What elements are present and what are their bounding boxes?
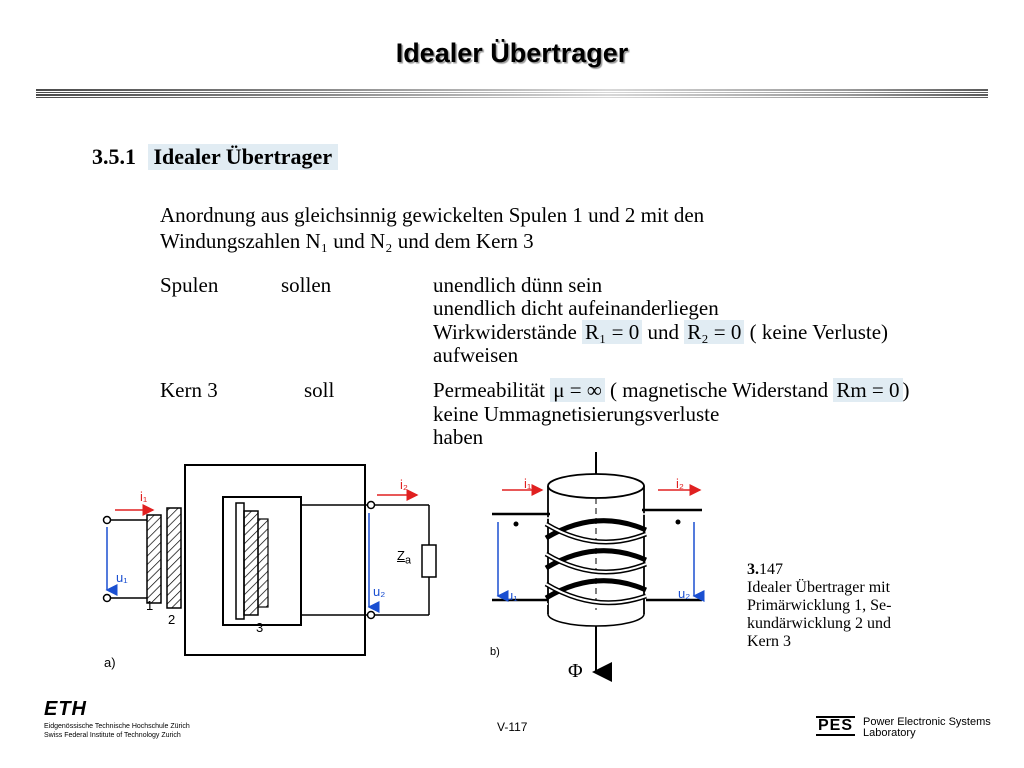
fig-a-i2: i₂ — [400, 477, 408, 492]
fig-a-u2: u₂ — [373, 584, 386, 599]
spulen-und: und — [647, 320, 679, 344]
intro-line-2: Windungszahlen N₁ und N₂ und dem Kern 3 — [160, 229, 534, 253]
kern-line-2: keine Ummagnetisierungsverluste — [433, 402, 720, 426]
fig-a-u1: u₁ — [116, 570, 128, 585]
outer-core — [184, 464, 366, 656]
fig-b-u2: u₂ — [678, 586, 691, 601]
eth-text: Eidgenössische Technische Hochschule Zür… — [44, 723, 190, 739]
title-divider — [36, 89, 988, 101]
eth-logo: ETH — [44, 698, 87, 720]
page-number: V-117 — [497, 720, 528, 734]
pes-logo: PES — [816, 716, 856, 736]
r2-condition: R₂ = 0 — [684, 320, 745, 344]
load-impedance — [421, 544, 437, 578]
kern-subject: Kern 3 — [160, 378, 218, 402]
mu-condition: μ = ∞ — [550, 378, 605, 402]
fig-b-u1: u₁ — [506, 588, 518, 603]
fig-a-label-1: 1 — [146, 598, 154, 613]
section-name: Idealer Übertrager — [147, 144, 339, 170]
figure-a-schematic — [102, 464, 437, 656]
kern-verb: soll — [304, 378, 335, 402]
spulen-line-3: Wirkwiderstände R₁ = 0 und R₂ = 0 ( kein… — [433, 320, 888, 345]
figure-caption: 3.147 Idealer Übertrager mit Primärwickl… — [747, 561, 892, 650]
kern-line-1: Permeabilität μ = ∞ ( magnetische Widers… — [433, 378, 910, 403]
slide-title: Idealer Übertrager — [395, 38, 629, 68]
intro-line-1: Anordnung aus gleichsinnig gewickelten S… — [160, 203, 705, 227]
fig-a-label-2: 2 — [168, 612, 176, 627]
kern-line-1-mid: ( magnetische Widerstand — [610, 378, 829, 402]
fig-b-tag: b) — [490, 646, 500, 658]
section-number: 3.5.1 — [92, 144, 136, 169]
primary-winding-hatched — [146, 514, 162, 604]
fig-a-tag: a) — [104, 655, 116, 670]
spulen-line-3-suffix: ( keine Verluste) — [749, 320, 889, 344]
fig-b-i2: i₂ — [676, 476, 684, 491]
pes-text: Power Electronic Systems Laboratory — [863, 716, 991, 739]
kern-line-3: haben — [433, 425, 484, 449]
kern-line-1-prefix: Permeabilität — [433, 378, 545, 402]
fig-a-za: Za — [397, 548, 411, 567]
r1-condition: R₁ = 0 — [582, 320, 643, 344]
kern-line-1-suffix: ) — [902, 378, 910, 402]
figure-b-drawing — [492, 452, 705, 682]
fig-b-phi: Φ — [568, 660, 583, 682]
secondary-winding-hatched — [243, 510, 259, 616]
fig-a-i1: i₁ — [140, 489, 148, 504]
section-heading: 3.5.1 Idealer Übertrager — [92, 144, 339, 170]
rm-condition: Rm = 0 — [833, 378, 903, 402]
fig-a-label-3: 3 — [256, 620, 264, 635]
fig-b-i1: i₁ — [524, 476, 532, 491]
spulen-line-1: unendlich dünn sein — [433, 273, 603, 297]
spulen-line-2: unendlich dicht aufeinanderliegen — [433, 296, 719, 320]
spulen-subject: Spulen — [160, 273, 219, 297]
spulen-verb: sollen — [281, 273, 332, 297]
spulen-line-4: aufweisen — [433, 343, 519, 367]
cylinder-core-top — [547, 473, 645, 499]
spulen-line-3-prefix: Wirkwiderstände — [433, 320, 577, 344]
